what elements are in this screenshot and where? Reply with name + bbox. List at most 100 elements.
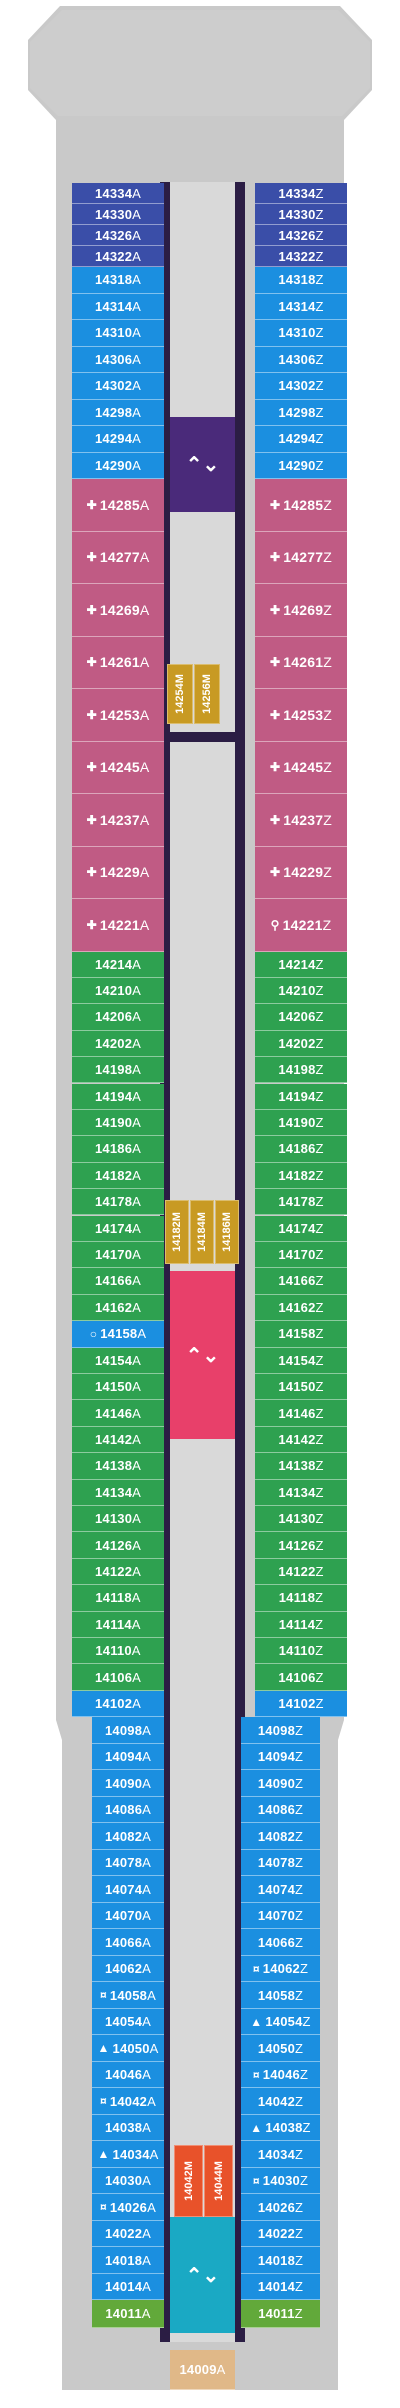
cabin-14184M[interactable]: 14184M [190, 1200, 214, 1264]
aft-stairs[interactable]: ⌃⌄ [170, 2217, 235, 2333]
cabin-14186M[interactable]: 14186M [215, 1200, 239, 1264]
cabin-14042M[interactable]: 14042M [174, 2145, 203, 2217]
cabin-14256M[interactable]: 14256M [194, 664, 220, 724]
midship-stairs[interactable]: ⌃⌄ [170, 1271, 235, 1439]
forward-stairs[interactable]: ⌃⌄ [170, 417, 235, 512]
